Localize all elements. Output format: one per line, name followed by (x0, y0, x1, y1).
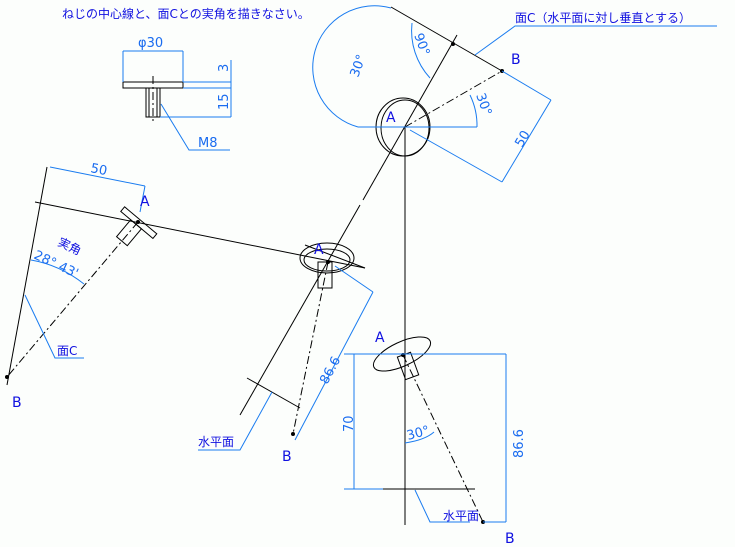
plane-c-note: 面C（水平面に対し垂直とする） (515, 11, 691, 25)
length-50-label: 50 (89, 161, 108, 179)
screw-part-drawing: φ30 3 15 M8 (122, 36, 232, 151)
horizontal-plane-label: 水平面 (443, 509, 479, 523)
length-86-6-label: 86.6 (512, 429, 527, 458)
angle-30-label: 30° (405, 423, 431, 443)
screw-projection (115, 206, 158, 247)
front-view: 70 86.6 30° 水平面 A B (342, 330, 527, 547)
horizontal-plane-label: 水平面 (198, 435, 234, 449)
point-a-label: A (375, 330, 385, 346)
point-b-label: B (511, 52, 521, 68)
shank-length-label: 15 (217, 93, 232, 110)
length-50-label: 50 (512, 128, 533, 150)
true-angle-label: 実角 (56, 234, 84, 258)
thread-label: M8 (198, 136, 218, 151)
point-a-label: A (386, 110, 396, 126)
angle-90-label: 90° (410, 31, 432, 58)
point-b-label: B (12, 395, 22, 411)
plane-c-label: 面C (57, 344, 77, 358)
angle-30b-label: 30° (472, 91, 494, 118)
point-b-label: B (282, 449, 292, 465)
plane-c-line (390, 6, 503, 72)
point-a-label: A (314, 242, 324, 258)
diameter-label: φ30 (138, 36, 163, 51)
point-a-label: A (140, 194, 150, 210)
true-angle-view: 50 実角 28° 43' 面C A B (5, 161, 366, 411)
instruction-title: ねじの中心線と、面Cとの実角を描きなさい。 (62, 6, 310, 21)
height-70-label: 70 (342, 415, 357, 432)
top-view: 30° 90° 30° 50 A B 面C（水平面に対し垂直とする） (312, 5, 717, 525)
length-86-6-label: 86.6 (317, 354, 344, 387)
flange-thickness-label: 3 (217, 64, 232, 72)
angle-30-label: 30° (348, 53, 370, 80)
point-b-label: B (505, 531, 515, 547)
